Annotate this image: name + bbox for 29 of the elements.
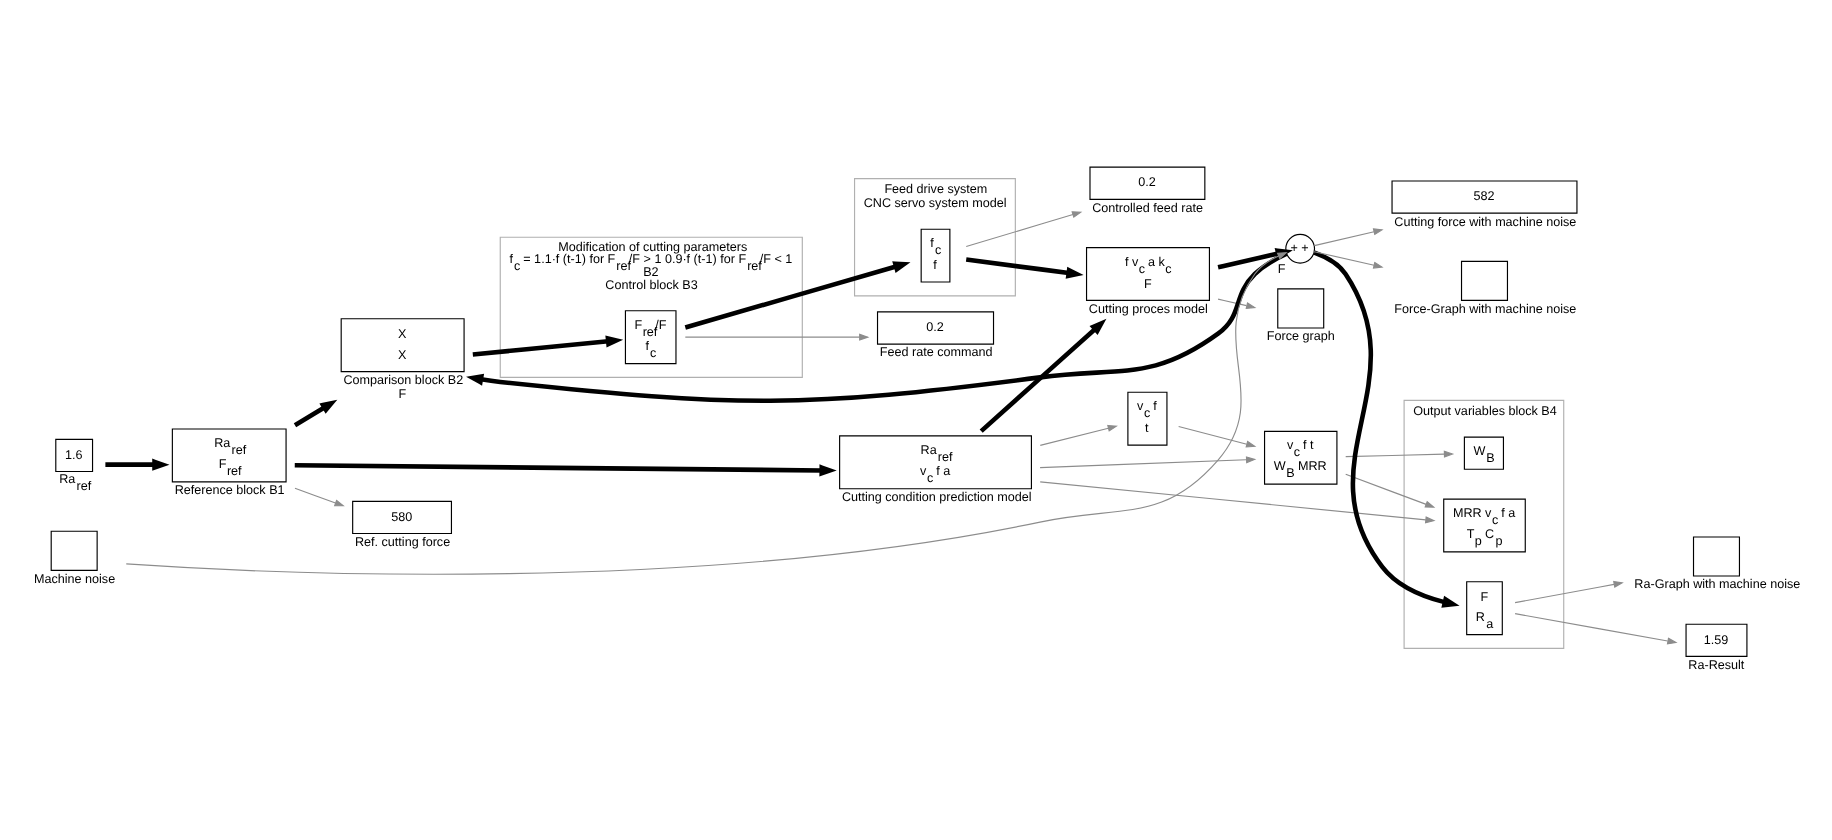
arrow [125,251,1288,574]
arrow [684,260,911,329]
arrow [1039,480,1436,523]
arrow [1514,612,1678,644]
arrow [1217,297,1257,309]
arrow [1345,449,1455,457]
arrow [684,332,870,340]
node-box [50,529,98,570]
arrow [105,457,170,470]
node-box [1277,287,1325,328]
arrow [1039,423,1118,445]
arrow [1345,472,1436,507]
arrow [1313,250,1384,268]
arrow [294,486,345,506]
arrow [965,256,1084,278]
arrow [1313,227,1384,246]
arrow [466,250,1288,402]
arrow [472,334,624,356]
arrow [1217,247,1293,269]
arrow [294,461,837,476]
arrow [1514,579,1624,603]
arrow [1178,424,1257,447]
arrow [1313,249,1460,607]
arrow [1039,455,1257,468]
node-box [1460,259,1509,300]
arrow [979,317,1107,432]
arrow [965,210,1083,247]
arrow [293,398,338,427]
node-box [1692,535,1741,576]
